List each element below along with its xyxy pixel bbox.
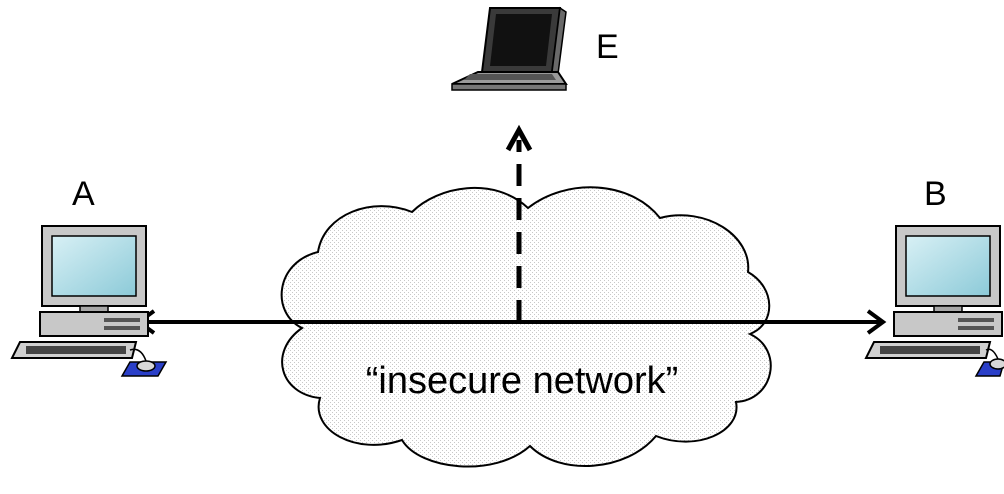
eavesdrop-arrow [505,124,533,322]
laptop-icon [451,6,568,91]
desktop-computer-icon [864,225,1004,377]
node-label-b: B [924,175,947,213]
arrowhead-right [866,309,887,335]
desktop-computer-icon [10,225,168,377]
node-label-e: E [596,28,619,66]
network-label: “insecure network” [366,360,679,402]
cloud-shape [280,186,772,468]
insecure-network-cloud: “insecure network” [280,186,772,468]
eavesdrop-arrowhead [505,124,533,152]
node-label-a: A [72,175,95,213]
